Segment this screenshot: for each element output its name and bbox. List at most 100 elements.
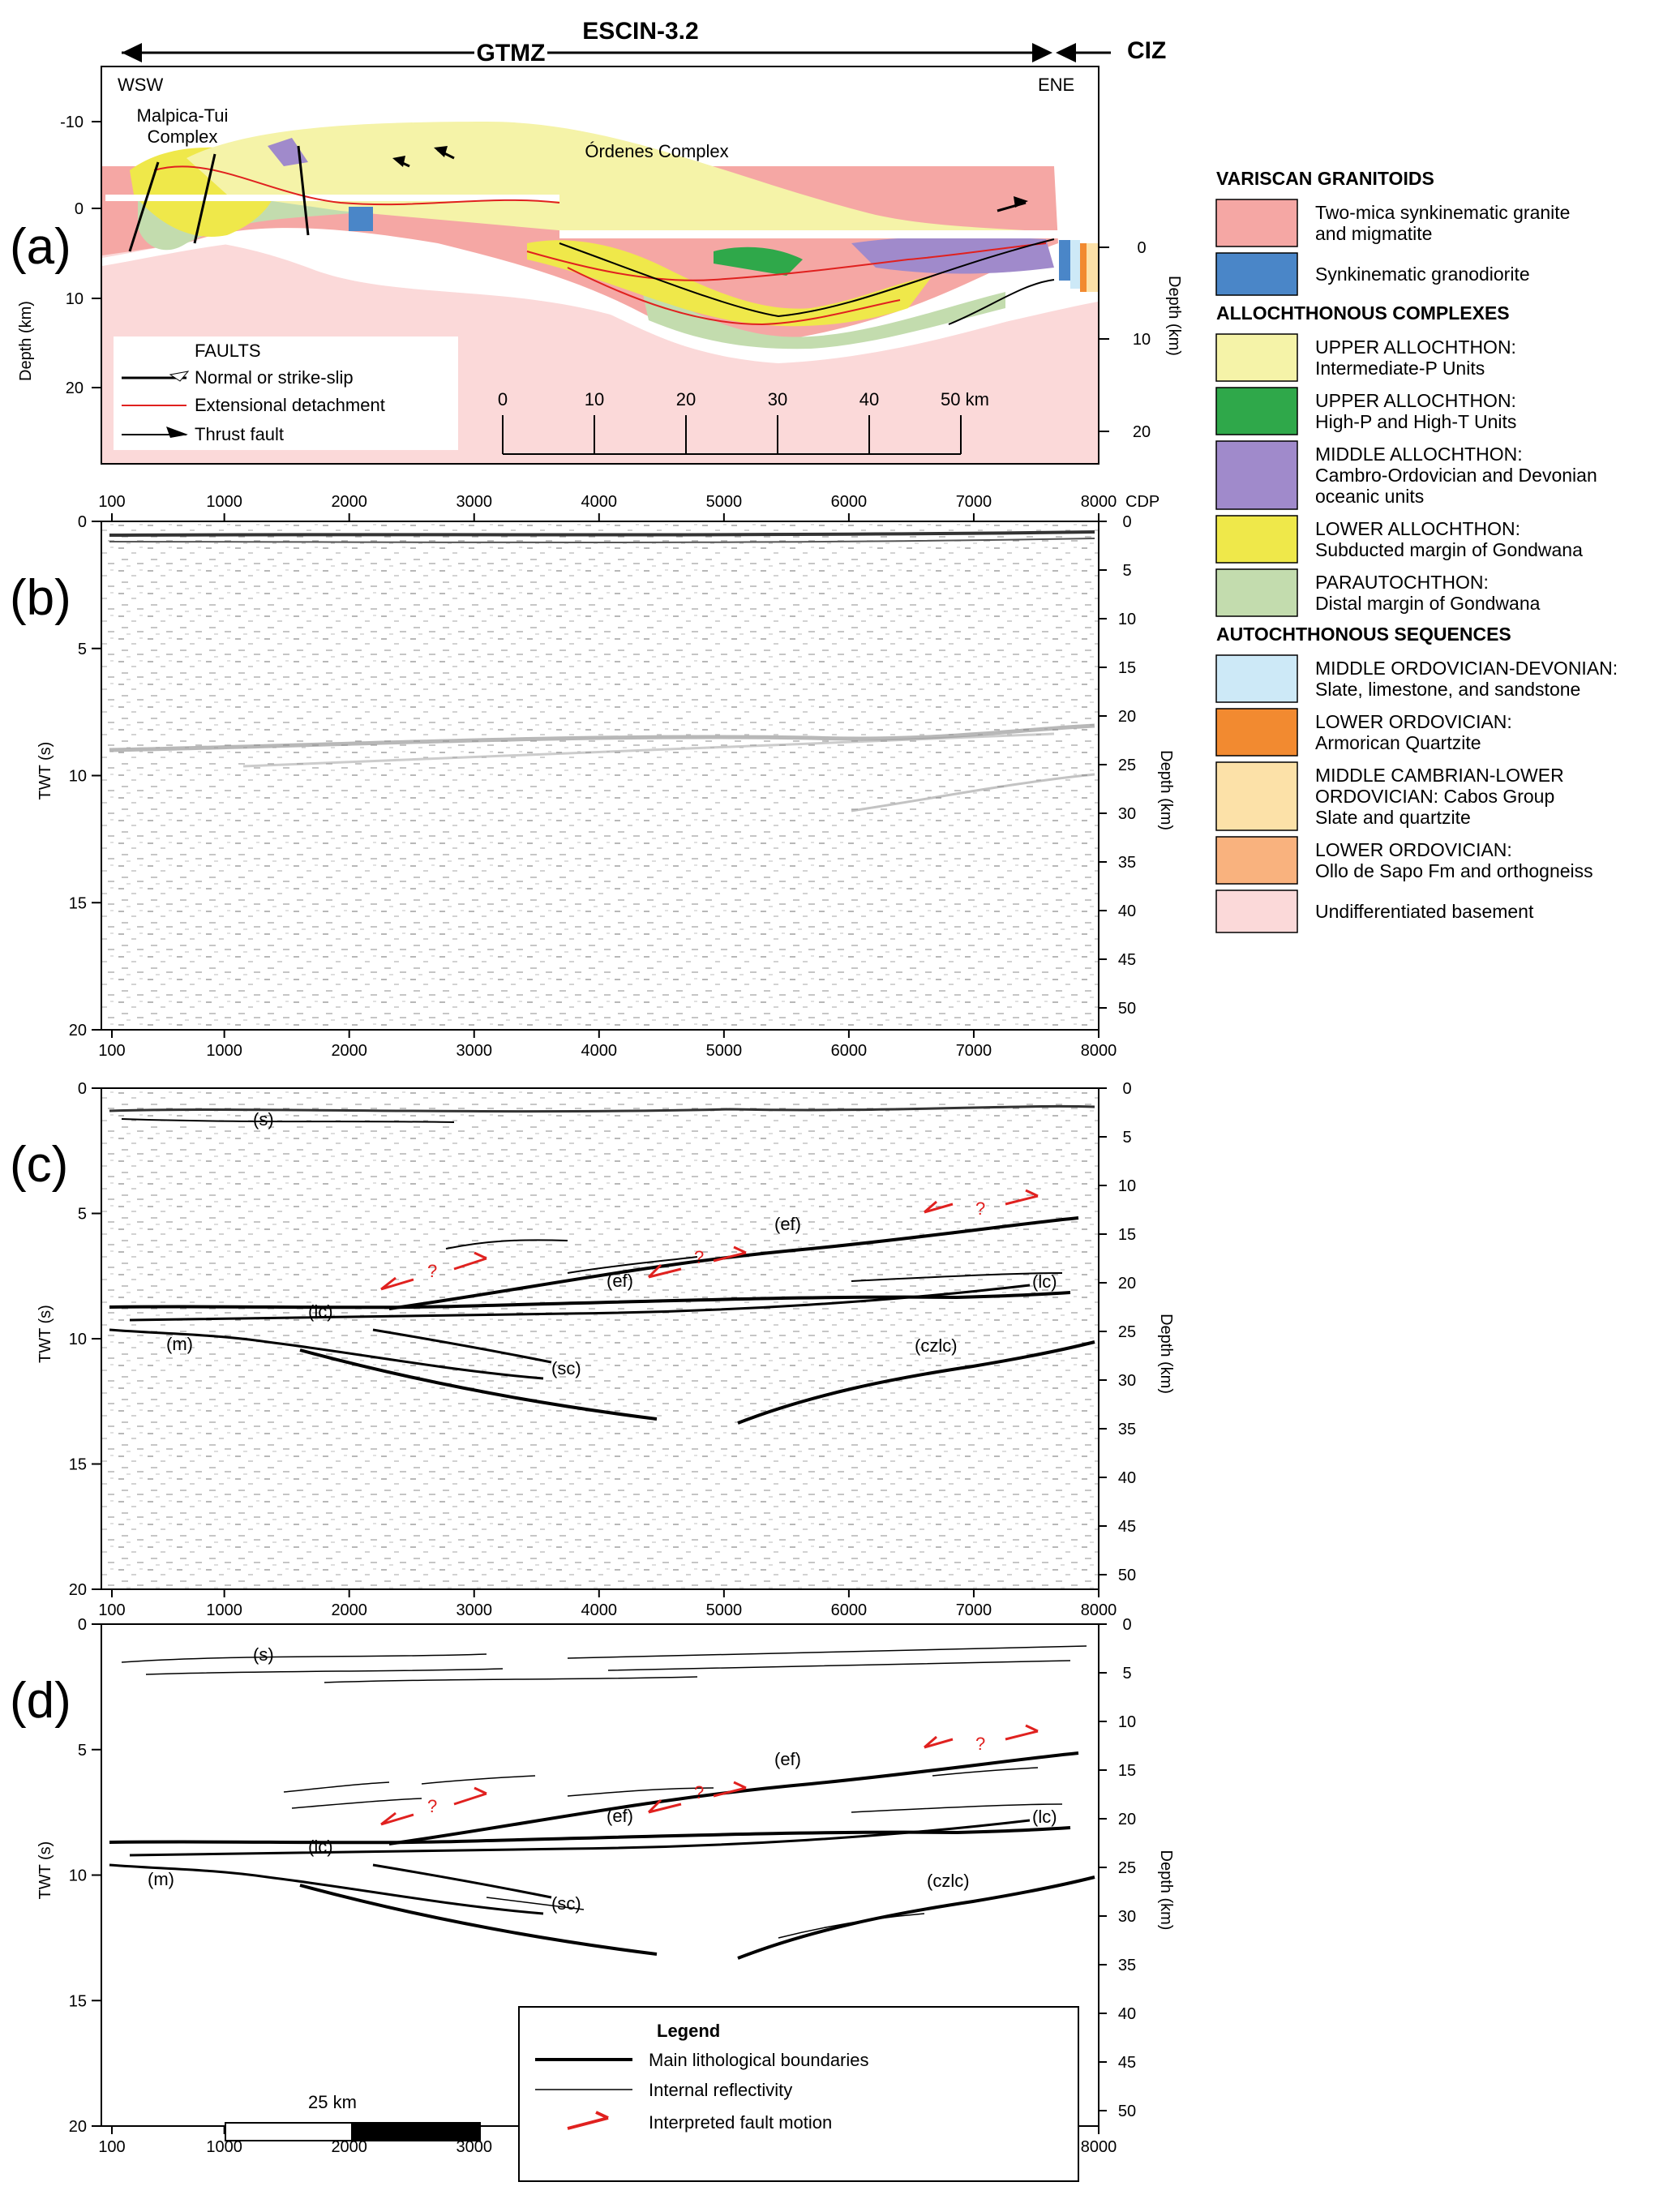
twt-tick-label: 10 (69, 1867, 87, 1885)
cdp-tick-label: 1000 (206, 1042, 242, 1060)
svg-text:20: 20 (66, 379, 84, 397)
panel-c-interpretation: (s) (lc) (m) (sc) (ef) (ef) (lc) (czlc) … (109, 1104, 1095, 1425)
svg-text:10: 10 (66, 290, 84, 308)
legend-item-label: ORDOVICIAN: Cabos Group (1315, 786, 1554, 807)
svg-text:30: 30 (768, 389, 787, 409)
svg-text:40: 40 (859, 389, 879, 409)
legend-item-label: LOWER ORDOVICIAN: (1315, 839, 1512, 860)
legend-swatch (1215, 199, 1298, 247)
svg-text:50 km: 50 km (941, 389, 989, 409)
legend-item-label: High-P and High-T Units (1315, 411, 1516, 432)
cdp-tick-label: 4000 (581, 493, 618, 511)
legend-item-label: Synkinematic granodiorite (1315, 264, 1530, 285)
legend-swatch (1215, 761, 1298, 831)
twt-tick-label: 20 (69, 2118, 87, 2136)
cdp-tick-label: 6000 (831, 493, 868, 511)
twt-axis-label: TWT (s) (36, 742, 54, 800)
figure-title: ESCIN-3.2 (582, 18, 698, 45)
legend-item-label: Ollo de Sapo Fm and orthogneiss (1315, 860, 1593, 881)
legend-item-label: Subducted margin of Gondwana (1315, 539, 1583, 560)
cdp-tick-label: 2000 (331, 1601, 367, 1619)
legend-item-label: Armorican Quartzite (1315, 732, 1481, 753)
depth-tick-label: 40 (1118, 2005, 1136, 2023)
cdp-tick-label: 100 (98, 2138, 125, 2156)
legend-item-label: Cambro-Ordovician and Devonian (1315, 465, 1597, 486)
cdp-tick-label: 7000 (956, 1042, 992, 1060)
zone-gtmz: GTMZ (477, 40, 546, 66)
depth-tick-label: 30 (1118, 1908, 1136, 1926)
fault-motion-arrow-icon (380, 1724, 1039, 1826)
twt-tick-label: 5 (78, 1206, 87, 1224)
twt-axis-label: TWT (s) (36, 1305, 54, 1363)
cdp-tick-label: 3000 (456, 1042, 492, 1060)
legend-item-label: Distal margin of Gondwana (1315, 593, 1541, 614)
arrow-right-icon (1032, 43, 1052, 62)
svg-text:(s): (s) (253, 1644, 274, 1665)
legend-item-label: Undifferentiated basement (1315, 901, 1534, 922)
cdp-tick-label: 6000 (831, 1601, 868, 1619)
legend-item-label: Intermediate-P Units (1315, 358, 1485, 379)
legend-item-label: PARAUTOCHTHON: (1315, 572, 1489, 593)
cdp-tick-label: 100 (98, 1601, 125, 1619)
depth-tick-label: 35 (1118, 854, 1136, 872)
fault-motion-arrow-icon (380, 1189, 1039, 1291)
svg-text:(sc): (sc) (551, 1893, 581, 1914)
svg-text:20: 20 (676, 389, 696, 409)
cdp-tick-label: 5000 (706, 493, 743, 511)
svg-text:10: 10 (1133, 331, 1151, 349)
depth-tick-label: 10 (1118, 1177, 1136, 1195)
depth-tick-label: 15 (1118, 1762, 1136, 1780)
panel-a-right-label: Depth (km) (1165, 276, 1183, 356)
svg-text:(ef): (ef) (774, 1214, 801, 1234)
twt-tick-label: 5 (78, 1742, 87, 1760)
depth-tick-label: 40 (1118, 1469, 1136, 1487)
complex-malpica-line-1: Malpica-Tui (137, 105, 229, 126)
legend-swatch (1215, 252, 1298, 296)
cdp-tick-label: 2000 (331, 1042, 367, 1060)
cdp-tick-label: 8000 (1081, 1601, 1117, 1619)
panel-label-b: (b) (10, 570, 71, 626)
svg-text:Internal reflectivity: Internal reflectivity (649, 2080, 792, 2100)
panel-label-a: (a) (10, 219, 71, 275)
svg-text:(lc): (lc) (1032, 1807, 1057, 1827)
depth-tick-label: 50 (1118, 1000, 1136, 1018)
depth-tick-label: 5 (1122, 562, 1131, 580)
svg-text:(ef): (ef) (607, 1806, 633, 1826)
twt-tick-label: 0 (78, 513, 87, 531)
svg-text:(ef): (ef) (607, 1271, 633, 1291)
panel-b-reflectors (109, 530, 1095, 812)
cdp-tick-label: 4000 (581, 1601, 618, 1619)
twt-tick-label: 15 (69, 1992, 87, 2010)
svg-text:0: 0 (1137, 239, 1146, 257)
legend-item-label: Slate, limestone, and sandstone (1315, 679, 1580, 700)
svg-text:(lc): (lc) (308, 1837, 333, 1857)
arrow-left-icon (122, 43, 142, 62)
depth-tick-label: 5 (1122, 1129, 1131, 1147)
depth-tick-label: 50 (1118, 2103, 1136, 2120)
legend-swatch (1215, 568, 1298, 617)
svg-text:(ef): (ef) (774, 1749, 801, 1769)
svg-text:?: ? (694, 1782, 704, 1803)
depth-tick-label: 35 (1118, 1957, 1136, 1974)
twt-axis-label: TWT (s) (36, 1841, 54, 1900)
svg-text:(m): (m) (148, 1869, 174, 1889)
twt-tick-label: 0 (78, 1080, 87, 1098)
depth-tick-label: 30 (1118, 805, 1136, 823)
seismic-data (101, 1088, 1099, 1589)
legend-swatch (1215, 654, 1298, 703)
panel-label-d: (d) (10, 1673, 71, 1729)
legend-item-label: LOWER ORDOVICIAN: (1315, 711, 1512, 732)
depth-tick-label: 5 (1122, 1665, 1131, 1683)
twt-tick-label: 20 (69, 1581, 87, 1599)
svg-text:?: ? (427, 1796, 437, 1816)
panel-a-y-label: Depth (km) (17, 301, 35, 381)
depth-tick-label: 20 (1118, 1275, 1136, 1292)
cdp-tick-label: 5000 (706, 1042, 743, 1060)
depth-tick-label: 30 (1118, 1372, 1136, 1390)
legend-group-heading: AUTOCHTHONOUS SEQUENCES (1216, 624, 1511, 645)
svg-text:?: ? (427, 1261, 437, 1281)
cdp-tick-label: 3000 (456, 1601, 492, 1619)
